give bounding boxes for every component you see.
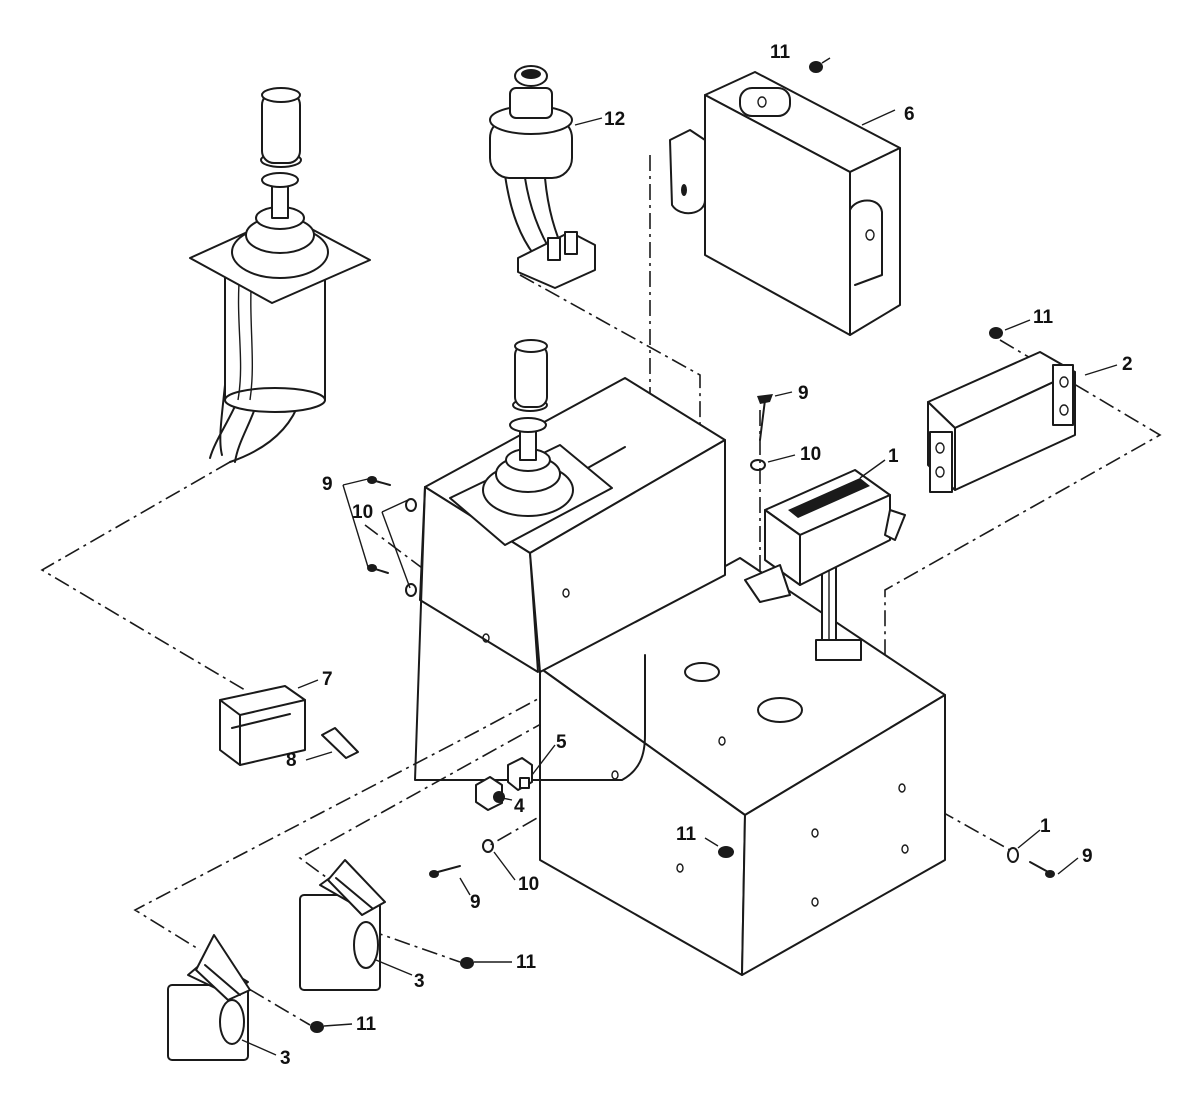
washer-10-lower-left [405, 583, 417, 597]
part-12-switch [489, 65, 596, 289]
part-2-bracket [927, 351, 1076, 493]
callout-5: 5 [556, 732, 567, 753]
screw-9-upper-left [367, 476, 391, 486]
screw-9-right [1029, 861, 1055, 878]
callout-10-bottom: 10 [518, 874, 539, 895]
part-5-relay [507, 757, 533, 791]
part-7-block [219, 685, 306, 766]
callout-8: 8 [286, 750, 297, 771]
box-hole-markers [676, 736, 909, 907]
part-3-bracket-right [299, 859, 386, 991]
callout-labels: 11 6 12 11 2 9 10 1 9 10 7 8 5 4 11 1 9 … [280, 42, 1133, 1069]
hardware-nuts [310, 61, 1003, 1033]
part-4-relay [475, 776, 505, 811]
callout-leaders [241, 57, 1118, 1056]
hardware-washers [405, 459, 1019, 863]
washer-1-right [1007, 847, 1019, 863]
part-6-enclosure [669, 71, 901, 336]
callout-9-right: 9 [1082, 846, 1093, 867]
nut-11-bracket [989, 327, 1003, 339]
callout-1-switch: 1 [888, 446, 899, 467]
callout-3-left: 3 [280, 1048, 291, 1069]
callout-9-top: 9 [798, 383, 809, 404]
callout-12: 12 [604, 109, 625, 130]
callout-11-left-bracket: 11 [356, 1014, 377, 1035]
callout-9-bottom: 9 [470, 892, 481, 913]
part-8-pin [321, 727, 359, 759]
callout-10-top: 10 [800, 444, 821, 465]
callout-9-left: 9 [322, 474, 333, 495]
callout-11-box: 11 [676, 824, 697, 845]
nut-11-box [718, 846, 734, 858]
callout-11-bracket: 11 [1033, 307, 1054, 328]
center-joystick [449, 339, 613, 546]
callout-2: 2 [1122, 354, 1133, 375]
callout-3-right: 3 [414, 971, 425, 992]
nut-11-right-bracket [460, 957, 474, 969]
callout-4: 4 [514, 796, 525, 817]
part-1-rocker-switch [744, 469, 906, 661]
callout-1-right: 1 [1040, 816, 1051, 837]
callout-11-top: 11 [770, 42, 791, 63]
screw-9-top [757, 394, 773, 441]
left-joystick-assembly [189, 87, 371, 463]
washer-10-upper-left [405, 498, 417, 512]
hardware-screws [367, 394, 1055, 878]
nut-11-left-bracket [310, 1021, 324, 1033]
callout-6: 6 [904, 104, 915, 125]
washer-10-bottom [482, 839, 494, 853]
callout-10-left: 10 [352, 502, 373, 523]
callout-7: 7 [322, 669, 333, 690]
nut-11-top [809, 61, 823, 73]
washer-10-top [750, 459, 766, 471]
screw-9-lower-left [367, 564, 389, 574]
control-box [539, 557, 946, 976]
callout-11-right-bracket: 11 [516, 952, 537, 973]
part-3-bracket-left [167, 934, 251, 1061]
screw-9-bottom [429, 865, 461, 878]
